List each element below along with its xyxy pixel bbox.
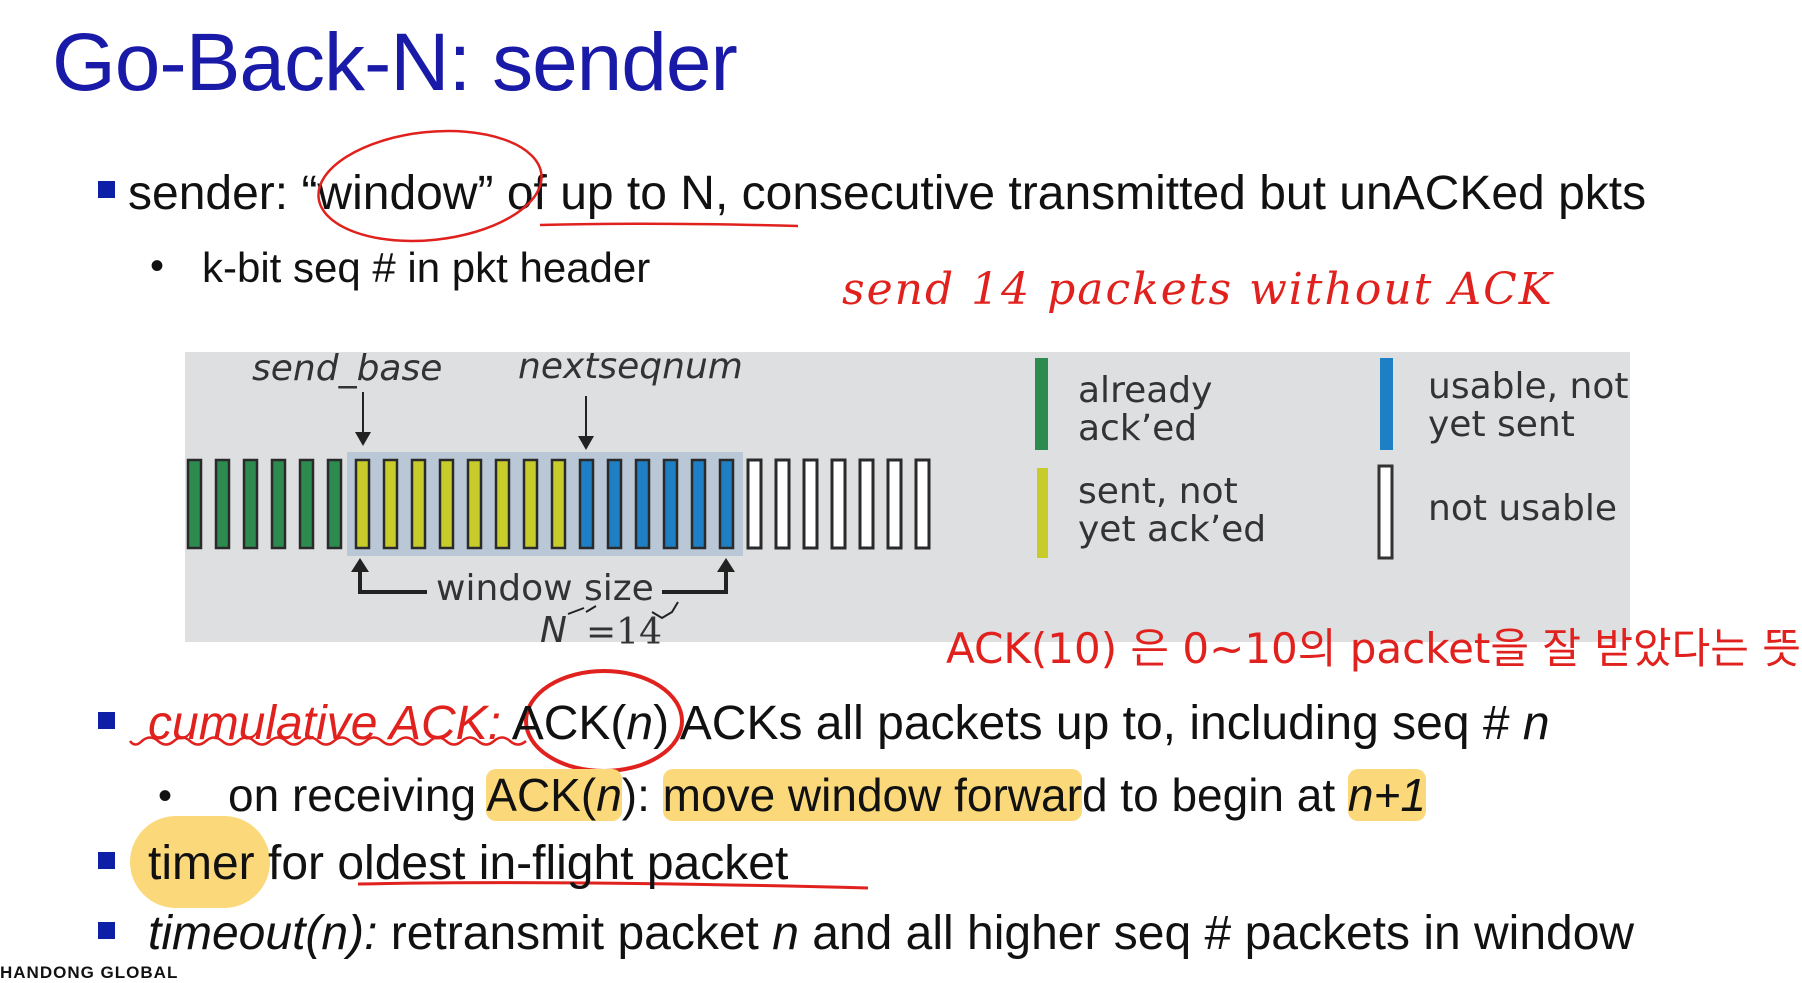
- packet-usable: [718, 458, 735, 550]
- packet-not-usable: [914, 458, 931, 550]
- packet-sent: [550, 458, 567, 550]
- packet-sent: [522, 458, 539, 550]
- legend-usable-swatch: [1380, 358, 1393, 450]
- ack-close: ): [621, 769, 638, 821]
- packet-acked: [270, 458, 287, 550]
- packet-sent: [354, 458, 371, 550]
- window-region: [347, 452, 743, 556]
- seq-n-var: n: [1522, 697, 1550, 750]
- bullet-text: of up to N, consecutive transmitted but …: [493, 167, 1647, 220]
- legend-sent-swatch: [1037, 468, 1048, 558]
- send-base-label: send_base: [252, 348, 443, 389]
- ack-n-text: ACK(: [501, 697, 627, 750]
- packet-usable: [634, 458, 651, 550]
- packet-not-usable: [830, 458, 847, 550]
- packet-sequence: [186, 452, 931, 556]
- legend-acked-label: already ack’ed: [1078, 370, 1213, 449]
- packet-usable: [662, 458, 679, 550]
- bullet-text: ACKs all packets up to, including seq #: [669, 697, 1523, 750]
- packet-not-usable: [858, 458, 875, 550]
- legend-not-usable-swatch: [1377, 464, 1394, 560]
- bullet-marker: [98, 852, 115, 869]
- packet-acked: [186, 458, 203, 550]
- window-term: : “window”: [274, 167, 494, 220]
- legend-not-usable-label: not usable: [1428, 488, 1618, 529]
- window-size-label: window size: [436, 568, 654, 609]
- bullet-text: retransmit packet: [377, 907, 773, 960]
- bullet-sender-window: sender: “window” of up to N, consecutive…: [128, 170, 1646, 218]
- window-size-right-arrowhead: [717, 558, 735, 572]
- bullet-marker: [98, 181, 115, 198]
- sub-text: on receiving: [228, 769, 487, 821]
- ack-n-var: n: [626, 697, 654, 750]
- packet-not-usable: [746, 458, 763, 550]
- cumulative-ack-term: cumulative ACK:: [148, 697, 502, 750]
- bullet-cumulative-ack: cumulative ACK: ACK(n) ACKs all packets …: [148, 700, 1550, 748]
- legend-sent-label: sent, not yet ack’ed: [1078, 471, 1267, 550]
- handwritten-send-note: send 14 packets without ACK: [842, 264, 1554, 315]
- footer-logo: HANDONG GLOBAL: [0, 963, 179, 982]
- packet-n-var: n: [772, 907, 799, 960]
- cumulative-ack-underline: [128, 736, 527, 746]
- packet-sent: [494, 458, 511, 550]
- sub-text: :: [637, 769, 663, 821]
- page-title: Go-Back-N: sender: [52, 17, 738, 108]
- packet-sent: [466, 458, 483, 550]
- ack-text: ACK(: [486, 769, 597, 821]
- bullet-marker: [98, 922, 115, 939]
- bullet-text: sender: [128, 167, 275, 220]
- packet-usable: [606, 458, 623, 550]
- timer-highlight: [130, 816, 270, 908]
- timeout-term: timeout(n):: [148, 907, 378, 960]
- window-size-bracket-left: [358, 568, 427, 594]
- move-window-highlight: move window forwar: [662, 769, 1082, 821]
- sub-bullet-seq: k-bit seq # in pkt header: [202, 244, 651, 291]
- packet-sent: [438, 458, 455, 550]
- bullet-text: and all higher seq # packets in window: [798, 907, 1635, 960]
- packet-sent: [410, 458, 427, 550]
- packet-not-usable: [886, 458, 903, 550]
- packet-acked: [326, 458, 343, 550]
- up-to-n-underline: [539, 222, 799, 228]
- packet-usable: [690, 458, 707, 550]
- sub-text: d to begin at: [1081, 769, 1348, 821]
- ack-highlight: ACK(n: [486, 769, 622, 821]
- bullet-marker: [98, 712, 115, 729]
- window-circle: [317, 129, 543, 243]
- packet-acked: [298, 458, 315, 550]
- bullet-text: for oldest in-flight packet: [254, 837, 789, 890]
- n-plus-one-highlight: n+1: [1347, 769, 1426, 821]
- packet-acked: [214, 458, 231, 550]
- oldest-packet-underline: [357, 881, 869, 890]
- window-size-left-arrowhead: [351, 558, 369, 572]
- packet-acked: [242, 458, 259, 550]
- sub-bullet-marker: •: [158, 774, 173, 818]
- send-base-arrowhead: [355, 432, 371, 446]
- packet-not-usable: [802, 458, 819, 550]
- legend-acked-swatch: [1035, 358, 1048, 450]
- timer-term: timer: [148, 837, 255, 890]
- handwritten-ack-note: ACK(10) 은 0~10의 packet을 잘 받았다는 뜻.: [946, 624, 1802, 673]
- legend-usable-label: usable, not yet sent: [1428, 366, 1629, 445]
- packet-usable: [578, 458, 595, 550]
- bullet-timeout: timeout(n): retransmit packet n and all …: [148, 910, 1634, 958]
- ack-var: n: [596, 769, 622, 821]
- n-equals-scribble: [567, 601, 679, 620]
- sub-bullet-receiving: on receiving ACK(n): move window forward…: [228, 769, 1426, 821]
- ack-n-close: ): [653, 697, 670, 750]
- sub-bullet-marker: •: [150, 244, 165, 288]
- packet-sent: [382, 458, 399, 550]
- window-size-bracket-right: [662, 568, 728, 594]
- packet-not-usable: [774, 458, 791, 550]
- nextseqnum-label: nextseqnum: [518, 346, 743, 387]
- bullet-timer: timer for oldest in-flight packet: [148, 840, 788, 888]
- n-handwritten-value: =14: [586, 612, 662, 653]
- n-label: N: [540, 610, 567, 651]
- nextseqnum-arrowhead: [578, 436, 594, 450]
